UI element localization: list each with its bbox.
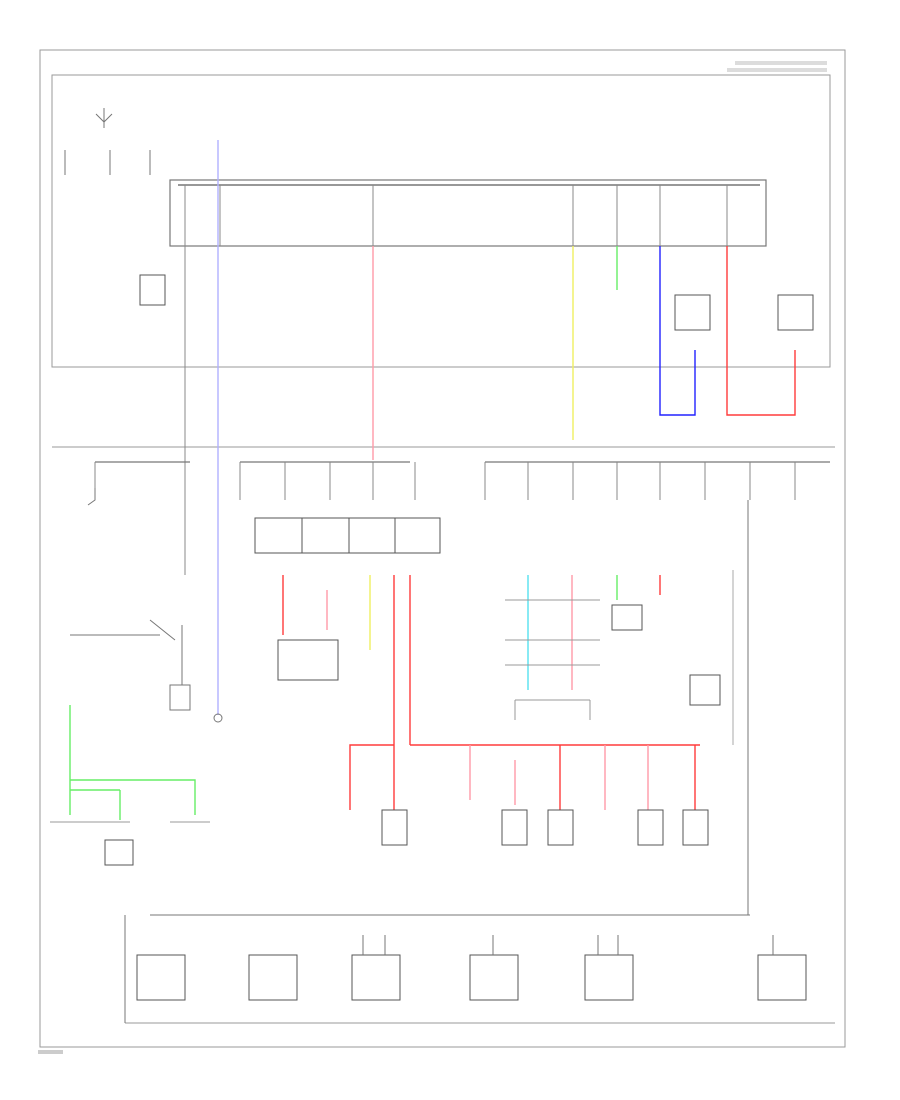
green-wires-lower xyxy=(69,575,618,820)
relay-row xyxy=(254,517,441,554)
dist-drops xyxy=(94,462,796,500)
header-label-1 xyxy=(735,61,827,65)
header-label-2 xyxy=(727,68,827,72)
upper-section-frame xyxy=(51,74,831,368)
load-boxes-row1 xyxy=(104,809,709,866)
load-boxes-row2 xyxy=(136,954,807,1001)
red-relay-loop xyxy=(726,246,796,416)
footer-code-mark xyxy=(38,1050,63,1054)
outer-frame xyxy=(39,49,846,1048)
battery-ground-icon xyxy=(64,108,151,175)
connector-grid xyxy=(505,599,600,720)
mid-components xyxy=(277,604,721,706)
relay-boxes-upper xyxy=(139,274,814,331)
fuse-relay-box xyxy=(169,179,767,247)
blue-relay-loop xyxy=(659,246,696,416)
bottom-pins xyxy=(124,915,774,1023)
red-wires-lower xyxy=(282,575,700,810)
fuse-taps xyxy=(184,185,728,246)
switch-assembly-left xyxy=(70,488,223,723)
